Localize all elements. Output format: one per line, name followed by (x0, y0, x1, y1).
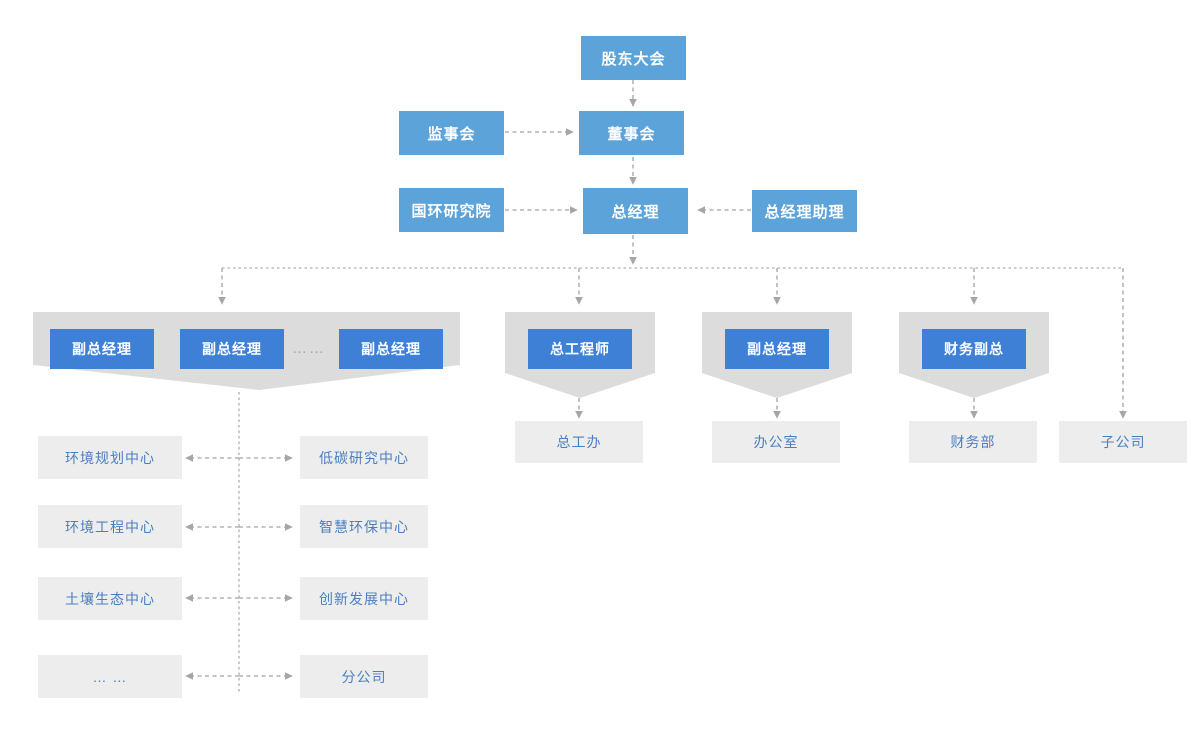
node-shareholders-meeting[interactable]: 股东大会 (581, 36, 686, 80)
node-gm-assistant[interactable]: 总经理助理 (752, 190, 857, 232)
vice-gm-ellipsis: …… (292, 340, 326, 357)
node-board-of-supervisors[interactable]: 监事会 (399, 111, 504, 155)
dept-left-ellipsis[interactable]: … … (38, 655, 182, 698)
dept-left-environmental-planning[interactable]: 环境规划中心 (38, 436, 182, 479)
dept-right-branch-company[interactable]: 分公司 (300, 655, 428, 698)
node-vice-gm-1[interactable]: 副总经理 (50, 329, 154, 369)
dept-subsidiary-company[interactable]: 子公司 (1059, 421, 1187, 463)
node-vice-gm-2[interactable]: 副总经理 (180, 329, 284, 369)
node-finance-vp[interactable]: 财务副总 (922, 329, 1026, 369)
node-chief-engineer[interactable]: 总工程师 (528, 329, 632, 369)
dept-chief-engineer-office[interactable]: 总工办 (515, 421, 643, 463)
dept-right-low-carbon-research[interactable]: 低碳研究中心 (300, 436, 428, 479)
dept-right-innovation-development[interactable]: 创新发展中心 (300, 577, 428, 620)
node-vice-gm-3[interactable]: 副总经理 (339, 329, 443, 369)
dept-finance[interactable]: 财务部 (909, 421, 1037, 463)
node-vice-gm-admin[interactable]: 副总经理 (725, 329, 829, 369)
dept-right-smart-environment[interactable]: 智慧环保中心 (300, 505, 428, 548)
node-general-manager[interactable]: 总经理 (583, 188, 688, 234)
node-research-institute[interactable]: 国环研究院 (399, 188, 504, 232)
node-board-of-directors[interactable]: 董事会 (579, 111, 684, 155)
dept-left-soil-ecology[interactable]: 土壤生态中心 (38, 577, 182, 620)
dept-administrative-office[interactable]: 办公室 (712, 421, 840, 463)
dept-left-environmental-engineering[interactable]: 环境工程中心 (38, 505, 182, 548)
